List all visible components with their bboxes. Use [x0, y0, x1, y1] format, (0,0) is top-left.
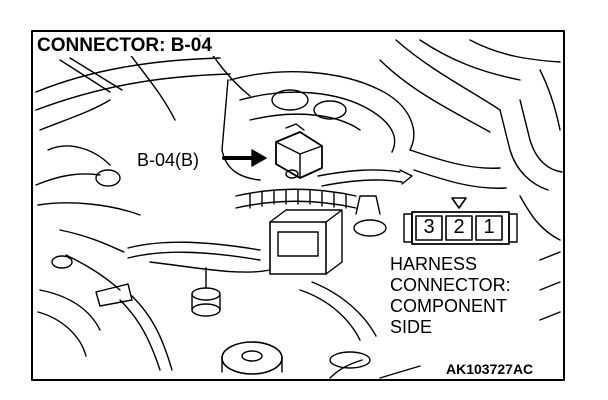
connector-pin: 2: [453, 216, 465, 238]
connector-pin: 1: [483, 216, 495, 238]
harness-label-line: HARNESS: [390, 254, 478, 274]
harness-label-line: CONNECTOR:: [390, 275, 511, 295]
connector-pin: 3: [423, 216, 435, 238]
harness-label-line: SIDE: [390, 317, 433, 337]
right-arrow-icon: [251, 149, 267, 167]
harness-label-line: COMPONENT: [390, 296, 507, 316]
figure-code: AK103727AC: [444, 361, 536, 377]
harness-connector-label: HARNESS CONNECTOR: COMPONENT SIDE: [388, 253, 515, 339]
diagram-title: CONNECTOR: B-04: [36, 36, 215, 56]
callout-label: B-04(B): [136, 150, 201, 170]
down-triangle-icon: [451, 197, 467, 209]
